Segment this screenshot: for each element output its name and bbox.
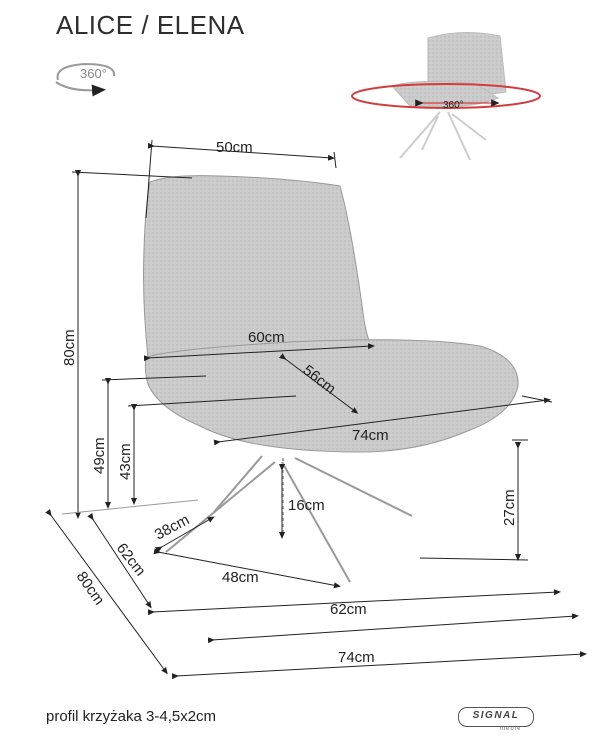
profile-note: profil krzyżaka 3-4,5x2cm — [46, 708, 217, 725]
dim-seat-width: 60cm — [248, 329, 285, 346]
dim-overall-width: 74cm — [352, 427, 389, 444]
chair-preview: 360° — [351, 31, 541, 161]
chair-seat — [144, 339, 519, 453]
rotation-icon: 360° — [55, 62, 116, 97]
dim-base-height: 27cm — [501, 489, 518, 526]
dim-cross-c: 48cm — [222, 569, 259, 586]
rotation-label: 360° — [80, 66, 107, 81]
dim-cross-b: 62cm — [113, 540, 149, 579]
brand-subtitle: meble — [500, 726, 522, 732]
rotation-chair-label: 360° — [443, 100, 464, 111]
dim-seat-height: 43cm — [117, 443, 134, 480]
product-title: ALICE / ELENA — [56, 10, 245, 40]
dim-footprint-width: 74cm — [338, 649, 375, 666]
chair-base-legs — [165, 455, 413, 583]
dim-cross-a: 38cm — [152, 511, 192, 543]
chair-backrest — [143, 175, 374, 359]
dim-leg-height: 16cm — [288, 497, 325, 514]
dim-back-width: 50cm — [216, 139, 253, 156]
dim-total-height: 80cm — [61, 329, 78, 366]
dim-armrest-height: 49cm — [91, 437, 108, 474]
dimension-lines — [45, 139, 587, 680]
brand-logo: SIGNAL — [458, 707, 534, 727]
dim-footprint-depth: 80cm — [73, 569, 108, 609]
dim-base-width: 62cm — [330, 601, 367, 618]
